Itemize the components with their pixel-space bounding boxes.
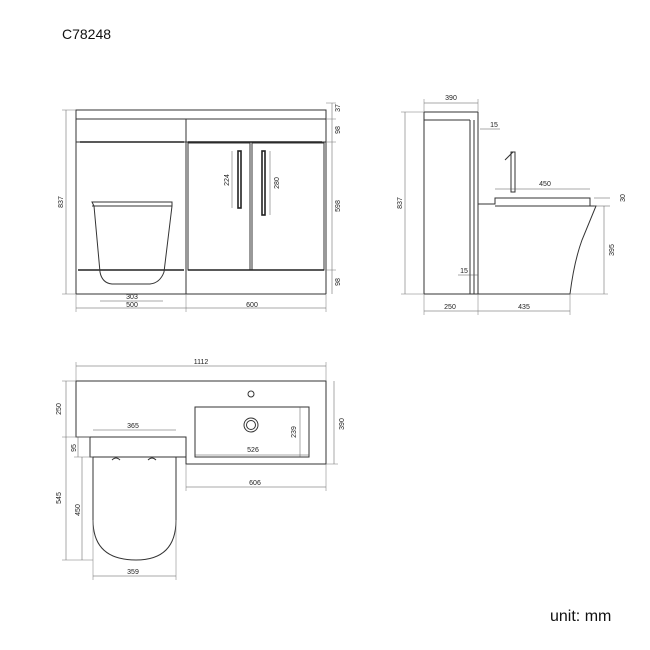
dim-top-worktop: 37 [335, 104, 342, 112]
dim-total-height: 837 [58, 196, 65, 208]
dim-rear-depth: 250 [444, 304, 456, 311]
dim-vanity-width: 606 [249, 480, 261, 487]
dim-pan-top: 30 [620, 194, 627, 202]
dim-toilet-section: 500 [126, 302, 138, 309]
dim-upper-panel: 98 [335, 126, 342, 134]
front-handle-left [237, 150, 242, 209]
top-outline [75, 380, 327, 465]
dim-rear-zone: 250 [56, 403, 63, 415]
dim-handle-left: 224 [224, 174, 231, 186]
top-basin [194, 406, 310, 458]
drain-icon [243, 417, 259, 433]
dim-gap-top: 15 [490, 122, 498, 129]
dim-basin-width: 526 [247, 447, 259, 454]
side-view: 390 15 450 30 837 395 15 250 435 [397, 95, 627, 315]
dim-handle-right: 280 [274, 177, 281, 189]
dim-toilet-depth: 545 [56, 492, 63, 504]
dim-total-width: 1112 [194, 359, 209, 366]
dim-vanity-section: 600 [246, 302, 258, 309]
tap-hole-icon [247, 390, 255, 398]
dim-toilet-width: 303 [126, 294, 138, 301]
top-toilet-seat [92, 456, 177, 561]
front-toilet [91, 201, 173, 285]
front-worktop [75, 109, 327, 120]
front-upper-panel [75, 118, 327, 143]
side-flush-pipe [510, 151, 516, 193]
front-handle-right [261, 150, 266, 216]
dim-toilet-base: 359 [127, 569, 139, 576]
dim-pan-height: 395 [609, 244, 616, 256]
dim-basin-inner: 239 [291, 426, 298, 438]
side-toilet [477, 197, 597, 295]
dim-pan-length: 450 [539, 181, 551, 188]
dim-cabinet-height: 598 [335, 200, 342, 212]
dim-pan-projection: 435 [518, 304, 530, 311]
top-cistern-panel [89, 436, 187, 458]
dim-gap-bottom: 15 [460, 268, 468, 275]
dim-side-height: 837 [397, 197, 404, 209]
dim-seat-depth: 450 [75, 504, 82, 516]
unit-label: unit: mm [550, 608, 612, 625]
top-view: 1112 390 250 545 95 450 365 526 239 606 [56, 359, 346, 580]
product-code: C78248 [62, 26, 112, 42]
front-view: 837 37 98 598 98 224 280 303 500 600 [58, 102, 342, 312]
dim-seat-width: 365 [127, 423, 139, 430]
dim-toilet-top: 95 [71, 444, 78, 452]
dim-plinth: 98 [335, 278, 342, 286]
dim-depth: 390 [445, 95, 457, 102]
dim-basin-depth: 390 [339, 418, 346, 430]
